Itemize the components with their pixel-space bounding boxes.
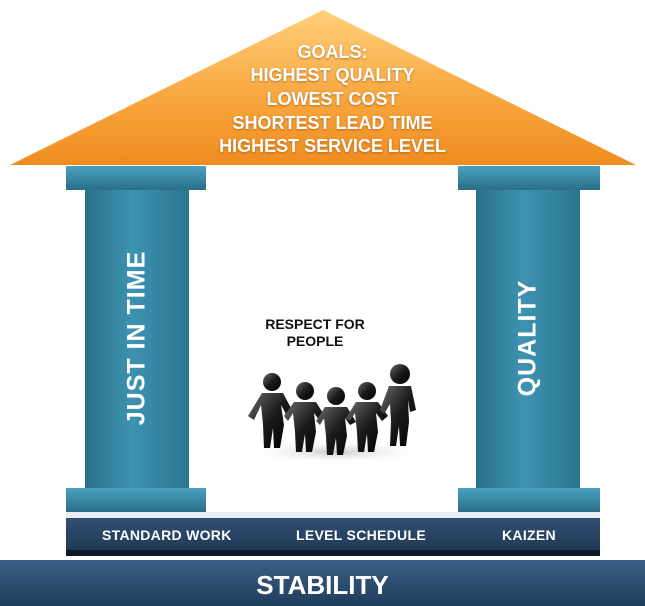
roof-goal-shortest-lead-time: SHORTEST LEAD TIME <box>232 113 433 133</box>
kaizen-label: KAIZEN <box>502 527 556 543</box>
stability-base <box>0 560 645 606</box>
left-pillar <box>66 166 206 512</box>
stability-label: STABILITY <box>256 570 389 600</box>
roof-goal-lowest-cost: LOWEST COST <box>266 89 399 109</box>
roof <box>10 10 636 165</box>
left-pillar-label: JUST IN TIME <box>122 250 151 426</box>
roof-goal-highest-service-level: HIGHEST SERVICE LEVEL <box>219 136 446 156</box>
people-holding-hands-icon <box>240 364 430 464</box>
respect-line-1: RESPECT FOR <box>265 316 365 332</box>
roof-goal-highest-quality: HIGHEST QUALITY <box>250 65 415 85</box>
right-pillar <box>458 166 600 512</box>
respect-line-2: PEOPLE <box>286 333 344 349</box>
foundation-band <box>66 518 600 550</box>
respect-for-people-label: RESPECT FOR PEOPLE <box>230 316 400 350</box>
foundation-band-top <box>66 512 600 518</box>
roof-goals-heading: GOALS: <box>297 42 368 62</box>
level-schedule-label: LEVEL SCHEDULE <box>296 527 426 543</box>
right-pillar-label: QUALITY <box>513 279 542 397</box>
foundation-band-edge <box>66 550 600 556</box>
standard-work-label: STANDARD WORK <box>102 527 232 543</box>
